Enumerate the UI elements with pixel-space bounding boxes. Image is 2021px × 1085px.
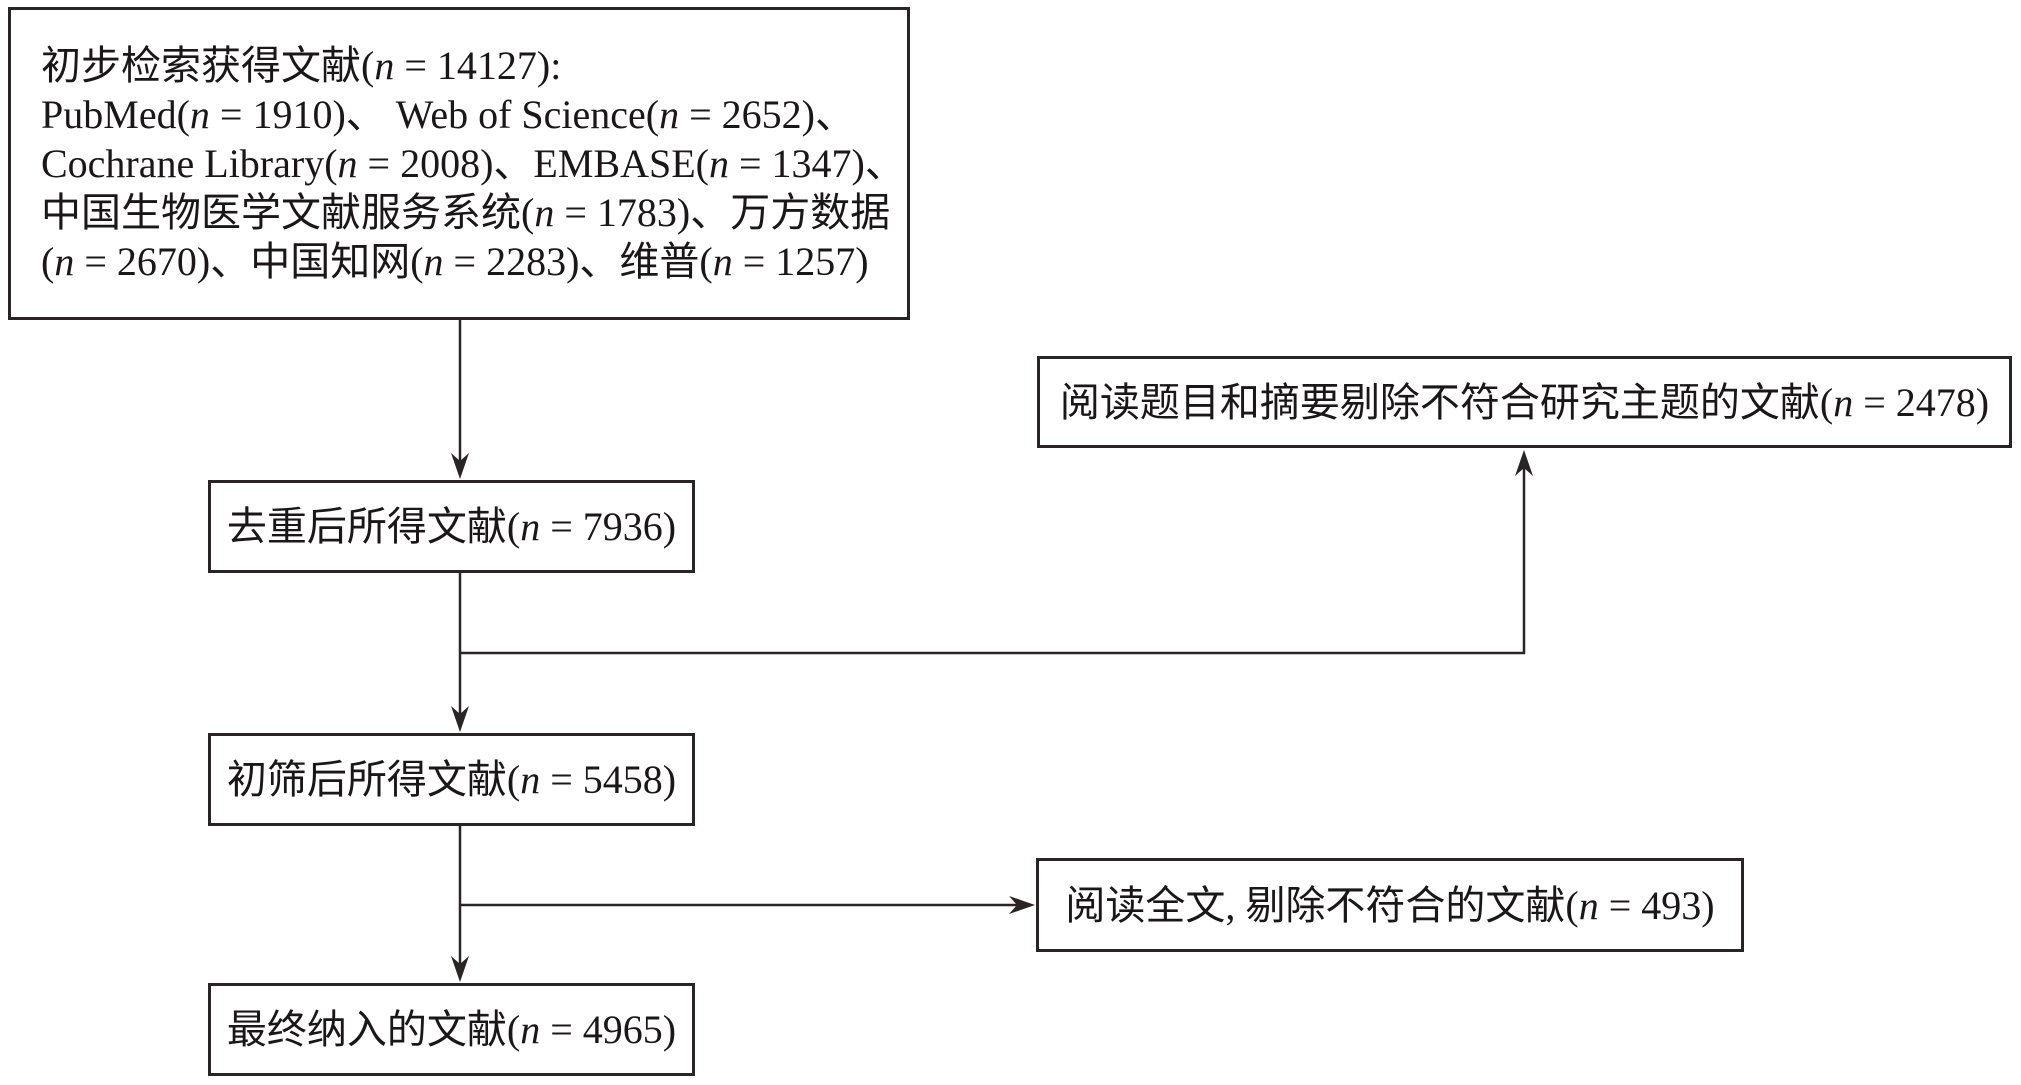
initial-search-line-3: Cochrane Library(n = 2008)、EMBASE(n = 13… <box>41 141 905 186</box>
initial-search-line-2: PubMed(n = 1910)、 Web of Science(n = 265… <box>41 92 855 137</box>
after-dedup-label: 去重后所得文献(n = 7936) <box>226 504 677 549</box>
arrow-screening-to-final <box>451 826 469 982</box>
excluded-title-abstract-label: 阅读题目和摘要剔除不符合研究主题的文献(n = 2478) <box>1059 379 1990 425</box>
arrow-initial-to-dedup <box>451 320 469 479</box>
after-screening-label: 初筛后所得文献(n = 5458) <box>226 757 677 802</box>
box-final-included: 最终纳入的文献(n = 4965) <box>208 983 695 1076</box>
box-after-screening: 初筛后所得文献(n = 5458) <box>208 733 695 826</box>
box-excluded-fulltext: 阅读全文, 剔除不符合的文献(n = 493) <box>1036 858 1744 952</box>
branch-arrow-to-excluded-fulltext <box>459 896 1035 914</box>
excluded-fulltext-label: 阅读全文, 剔除不符合的文献(n = 493) <box>1065 882 1715 928</box>
box-excluded-title-abstract: 阅读题目和摘要剔除不符合研究主题的文献(n = 2478) <box>1037 356 2012 448</box>
initial-search-line-4: 中国生物医学文献服务系统(n = 1783)、万方数据 <box>41 190 891 235</box>
initial-search-line-5: (n = 2670)、中国知网(n = 2283)、维普(n = 1257) <box>41 239 869 284</box>
final-included-label: 最终纳入的文献(n = 4965) <box>226 1007 677 1052</box>
initial-search-line-1: 初步检索获得文献(n = 14127): <box>41 43 562 88</box>
box-after-dedup: 去重后所得文献(n = 7936) <box>208 480 695 573</box>
arrow-dedup-to-screening <box>451 573 469 732</box>
box-initial-search: 初步检索获得文献(n = 14127): PubMed(n = 1910)、 W… <box>8 7 910 320</box>
